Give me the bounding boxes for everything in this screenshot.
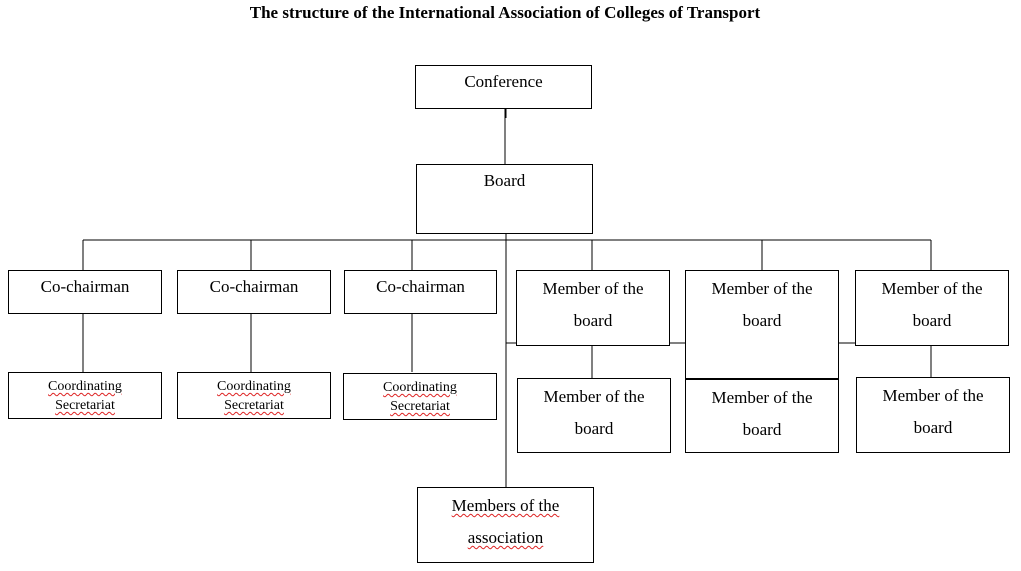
node-board: Board: [416, 164, 593, 234]
node-co-chairman-1: Co-chairman: [8, 270, 162, 314]
node-label: Co-chairman: [209, 277, 299, 296]
node-label-line2: Secretariat: [224, 398, 284, 413]
node-conference: Conference: [415, 65, 592, 109]
node-label-line1: Coordinating: [383, 380, 457, 395]
node-label-line1: Member of the: [882, 386, 984, 405]
node-label-line2: board: [574, 419, 614, 438]
node-co-chairman-2: Co-chairman: [177, 270, 331, 314]
node-board-member-bottom-2: Member of the board: [685, 378, 839, 453]
node-board-member-bottom-3: Member of the board: [856, 377, 1010, 453]
node-secretariat-3: Coordinating Secretariat: [343, 373, 497, 420]
node-label-line1: Member of the: [711, 388, 813, 407]
node-label: Co-chairman: [40, 277, 130, 296]
node-label-line1: Coordinating: [217, 379, 291, 394]
node-label-line1: Coordinating: [48, 379, 122, 394]
node-label: Co-chairman: [376, 277, 465, 296]
node-label-line2: board: [742, 311, 782, 330]
node-secretariat-1: Coordinating Secretariat: [8, 372, 162, 419]
node-label-line2: board: [742, 420, 782, 439]
node-association-members: Members of the association: [417, 487, 594, 563]
diagram-title: The structure of the International Assoc…: [249, 3, 761, 22]
node-label-line1: Member of the: [542, 279, 644, 298]
node-co-chairman-3: Co-chairman: [344, 270, 497, 314]
node-label-line1: Members of the: [451, 496, 560, 515]
node-label-line2: board: [573, 311, 613, 330]
node-secretariat-2: Coordinating Secretariat: [177, 372, 331, 419]
node-label-line2: board: [913, 418, 953, 437]
node-label-line2: board: [912, 311, 952, 330]
node-label: Conference: [464, 72, 543, 91]
node-board-member-top-1: Member of the board: [516, 270, 670, 346]
node-label-line2: association: [467, 528, 544, 547]
node-label: Board: [483, 171, 526, 190]
node-label-line1: Member of the: [543, 387, 645, 406]
node-board-member-bottom-1: Member of the board: [517, 378, 671, 453]
node-board-member-top-3: Member of the board: [855, 270, 1009, 346]
node-label-line2: Secretariat: [55, 398, 115, 413]
node-label-line1: Member of the: [881, 279, 983, 298]
node-label-line1: Member of the: [711, 279, 813, 298]
node-board-member-top-2: Member of the board: [685, 270, 839, 379]
node-label-line2: Secretariat: [390, 399, 450, 414]
